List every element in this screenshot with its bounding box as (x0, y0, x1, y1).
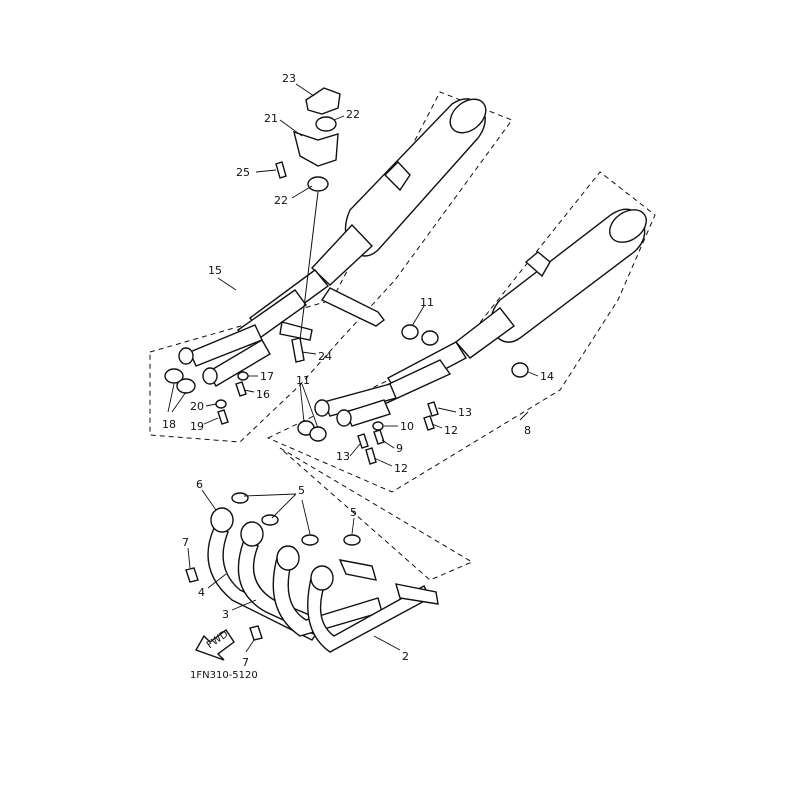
left-inlet-pipe-a (189, 324, 263, 367)
washer-20 (215, 399, 227, 409)
left-clamp-1 (178, 347, 194, 365)
left-bracket (279, 321, 313, 341)
callout-22: 22 (346, 108, 360, 121)
right-clamp-2 (336, 409, 352, 427)
fwd-arrow-shape (194, 628, 235, 661)
pipe-collar-6-2 (240, 521, 264, 547)
bolt-9 (373, 429, 385, 445)
group-outline-right-muffler (266, 171, 656, 493)
callout-7-upper: 7 (182, 536, 189, 549)
left-muffler-hanger (384, 160, 411, 192)
right-muffler-hanger (524, 251, 551, 278)
header-pipe-outlet-b (395, 583, 439, 605)
callout-19: 19 (190, 420, 204, 433)
gasket-11-lower-b (309, 426, 327, 442)
pipe-collar-6-1 (210, 507, 234, 533)
callout-14: 14 (540, 370, 554, 383)
callout-12-upper: 12 (444, 424, 458, 437)
gasket-11-upper-b (421, 330, 439, 346)
fwd-arrow: FWD (194, 628, 235, 661)
mount-guide-line (299, 191, 319, 341)
callout-9: 9 (396, 442, 403, 455)
pipe-collar-6-4 (310, 565, 334, 591)
left-inlet-pipe-b (207, 339, 271, 387)
header-pipes (185, 492, 439, 653)
washer-10 (372, 421, 384, 431)
right-clamp-1 (314, 399, 330, 417)
gasket-18-a (164, 368, 184, 384)
right-inlet-pipe-a (323, 383, 397, 417)
leader-lines (167, 83, 539, 653)
callout-24: 24 (318, 350, 332, 363)
callout-18: 18 (162, 418, 176, 431)
callout-5-right: 5 (350, 506, 357, 519)
callout-3: 3 (222, 608, 229, 621)
bolt-13-a (427, 401, 439, 417)
callout-6: 6 (196, 478, 203, 491)
callout-11-lower: 11 (296, 374, 310, 387)
callout-21: 21 (264, 112, 278, 125)
callout-2: 2 (402, 650, 409, 663)
left-balance-pipe (320, 287, 385, 327)
gasket-11-upper (401, 324, 419, 340)
callout-25: 25 (236, 166, 250, 179)
callout-22-lower: 22 (274, 194, 288, 207)
callout-7-lower: 7 (242, 656, 249, 669)
callout-11-upper: 11 (420, 296, 434, 309)
left-muffler-assembly (178, 98, 487, 387)
nut-7-upper (185, 567, 199, 583)
gasket-18-b (176, 378, 196, 394)
rubber-14 (511, 362, 529, 378)
bolt-12-b (365, 447, 377, 465)
callout-8: 8 (524, 424, 531, 437)
gasket-5-1 (231, 492, 249, 504)
right-muffler-cone (454, 307, 515, 359)
callout-17: 17 (260, 370, 274, 383)
washer-17 (237, 371, 249, 381)
rubber-damper-22-lower (307, 176, 329, 192)
gasket-5-4 (343, 534, 361, 546)
callout-20: 20 (190, 400, 204, 413)
left-small-parts (164, 368, 249, 425)
gasket-5-3 (301, 534, 319, 546)
callout-13-lower: 13 (336, 450, 350, 463)
bolt-25 (275, 161, 287, 179)
left-muffler-end-cap (449, 98, 487, 134)
callout-10: 10 (400, 420, 414, 433)
bracket-clamp-23 (305, 87, 341, 115)
left-muffler-cone (311, 223, 373, 286)
callout-4: 4 (198, 586, 205, 599)
header-pipe-outlet-a (338, 559, 377, 581)
catalog-code: 1FN310-5120 (190, 670, 258, 681)
bolt-24 (291, 337, 305, 363)
right-muffler-assembly (314, 208, 647, 427)
bolt-13-b (357, 433, 369, 449)
right-small-parts (297, 324, 529, 465)
pipe-collar-6-3 (276, 545, 300, 571)
bolt-16 (235, 381, 247, 397)
right-muffler-end-cap (609, 209, 647, 243)
bolt-12-a (423, 415, 435, 431)
callout-12-lower: 12 (394, 462, 408, 475)
bolt-19 (217, 409, 229, 425)
nut-7-lower (249, 625, 263, 641)
callout-23: 23 (282, 72, 296, 85)
callout-5-upper: 5 (298, 484, 305, 497)
right-inlet-pipe-b (345, 399, 391, 427)
muffler-mount-hardware (275, 87, 341, 363)
left-clamp-2 (202, 367, 218, 385)
callout-16: 16 (256, 388, 270, 401)
rubber-damper-22-upper (315, 116, 337, 132)
bracket-stay-21 (293, 130, 339, 167)
callout-15: 15 (208, 264, 222, 277)
group-outline-header-pipes (279, 447, 474, 581)
callout-13-upper: 13 (458, 406, 472, 419)
callouts: 23 22 21 25 22 15 24 17 16 18 20 19 11 1… (162, 72, 554, 669)
header-pipe-2 (272, 553, 383, 637)
gasket-5-2 (261, 514, 279, 526)
